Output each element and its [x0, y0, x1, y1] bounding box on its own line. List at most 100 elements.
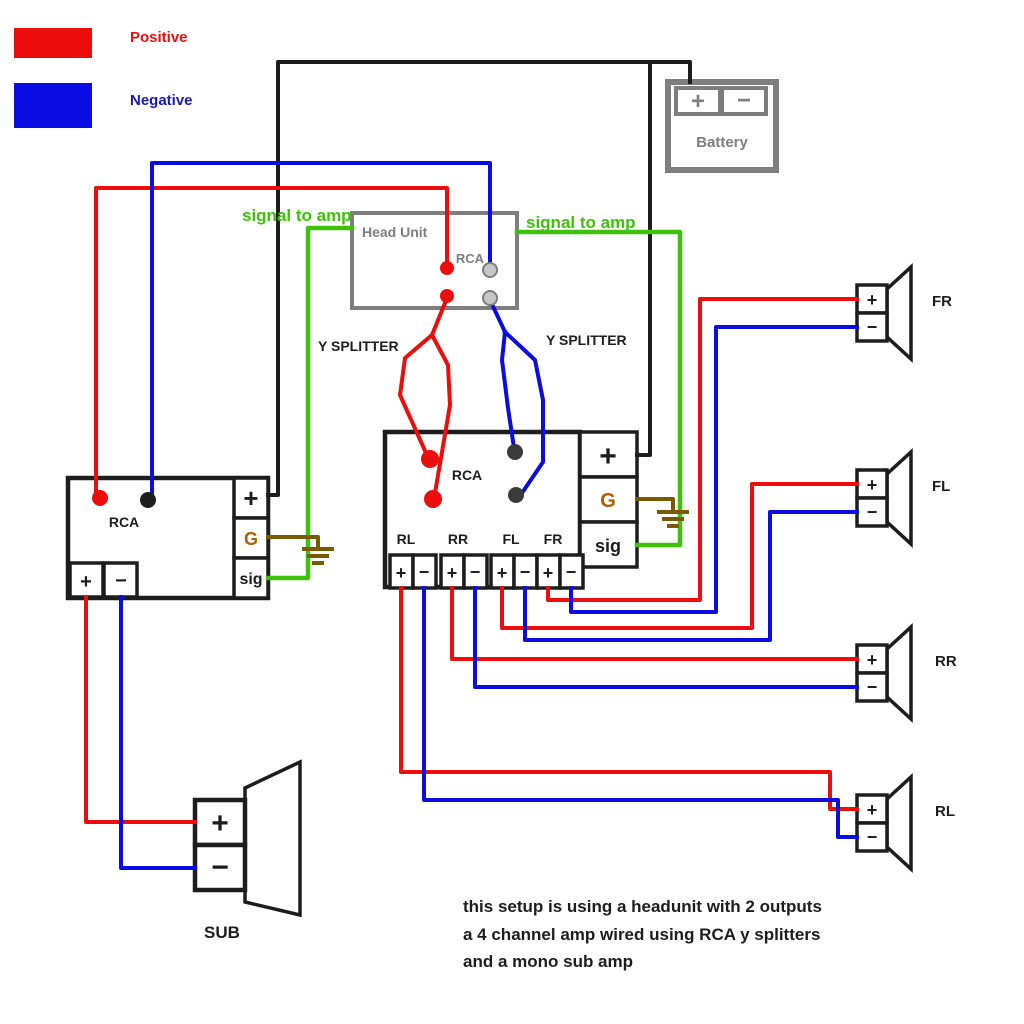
battery-terminal-negative-cell: [720, 86, 768, 116]
sub-amp-terminal-negative: [102, 561, 139, 599]
ground-icon-subamp: [302, 547, 334, 565]
main-amp-channel-label-fr: FR: [544, 531, 563, 547]
speaker-fl-cone: [885, 448, 913, 548]
legend-positive-swatch: [14, 28, 92, 58]
head-unit-rca-red-jack-2: [440, 289, 454, 303]
speaker-rr: [855, 623, 913, 723]
main-amp-fr-negative-sign: −: [566, 562, 577, 582]
speaker-fr-cone: [885, 263, 913, 363]
wire-rl-negative: [422, 586, 859, 839]
sub-amp-sig-label: sig: [239, 571, 262, 588]
wire-ysplit-red-left: [398, 332, 435, 456]
main-amp-fl-negative-sign: −: [520, 562, 531, 582]
wire-ysplit-blue-right: [502, 329, 545, 496]
wire-battery-to-subamp-power: [266, 60, 692, 497]
wire-rr-positive: [450, 586, 859, 661]
battery-label: Battery: [696, 134, 748, 151]
sub-amp-rca-black-jack: [140, 492, 156, 508]
main-amp-rca-red-jack-1: [421, 450, 439, 468]
battery-positive-sign: +: [691, 88, 705, 115]
main-amp-rl-positive-sign: +: [396, 563, 407, 583]
ground-icon-mainamp: [657, 510, 689, 528]
battery: [665, 79, 779, 173]
speaker-fr: [855, 263, 913, 363]
speaker-rl: [855, 773, 913, 873]
wire-ground-mainamp: [635, 497, 675, 511]
sub-amp-positive-sign: +: [80, 571, 92, 593]
y-splitter-label-left: Y SPLITTER: [318, 338, 399, 354]
wire-rca-blue-to-subamp: [150, 161, 492, 501]
battery-negative-sign: −: [737, 87, 751, 114]
main-amp-rca-red-jack-2: [424, 490, 442, 508]
main-amp-fr-positive-sign: +: [543, 563, 554, 583]
speaker-rr-cone: [885, 623, 913, 723]
speaker-rr-positive-sign: +: [867, 650, 878, 670]
main-amp-channel-label-fl: FL: [502, 531, 520, 547]
main-amp-fl-positive-sign: +: [497, 563, 508, 583]
speaker-fl-label: FL: [932, 478, 950, 495]
wire-ysplit-blue-left: [500, 329, 517, 451]
sub-amp-power-sign: +: [243, 483, 258, 513]
wire-ground-subamp: [266, 535, 320, 548]
speaker-rl-negative-sign: −: [867, 827, 878, 847]
speaker-rr-negative-sign: −: [867, 677, 878, 697]
sub-speaker-cone: [243, 759, 302, 918]
main-amp-channel-label-rr: RR: [448, 531, 468, 547]
wire-ysplit-red-stem: [429, 295, 450, 338]
sub-amp: [65, 475, 271, 601]
wire-sub-negative: [119, 595, 197, 870]
wire-fr-negative: [569, 325, 859, 614]
main-amp: [382, 429, 639, 590]
speaker-fl-negative-sign: −: [867, 502, 878, 522]
sub-amp-negative-sign: −: [115, 570, 127, 592]
legend-negative-swatch: [14, 83, 92, 128]
y-splitter-label-right: Y SPLITTER: [546, 332, 627, 348]
sub-speaker-positive-sign: +: [211, 807, 229, 840]
speaker-fr-positive-sign: +: [867, 290, 878, 310]
text-labels: + − Battery Head Unit RCA signal to amp …: [80, 87, 957, 971]
battery-terminal-positive-cell: [674, 86, 722, 116]
speaker-rl-cone: [885, 773, 913, 873]
head-unit-rca-red-jack-1: [440, 261, 454, 275]
head-unit-rca-white-jack-2: [482, 290, 498, 306]
sub-amp-rca-red-jack: [92, 490, 108, 506]
legend-positive-label: Positive: [130, 29, 188, 46]
wire-fl-positive: [500, 482, 859, 630]
wire-rr-negative: [473, 586, 859, 689]
speaker-rl-positive-sign: +: [867, 800, 878, 820]
wire-ysplit-red-right: [429, 332, 452, 496]
main-amp-rr-positive-sign: +: [447, 563, 458, 583]
speaker-fr-negative-sign: −: [867, 317, 878, 337]
main-amp-rca-dark-jack-2: [508, 487, 524, 503]
head-unit-rca-white-jack-1: [482, 262, 498, 278]
main-amp-rl-negative-sign: −: [419, 562, 430, 582]
caption-line-2: a 4 channel amp wired using RCA y splitt…: [463, 925, 820, 944]
speaker-fr-label: FR: [932, 293, 952, 310]
wire-rl-positive: [399, 586, 859, 811]
signal-to-amp-label-left: signal to amp: [242, 206, 352, 225]
main-amp-channel-label-rl: RL: [397, 531, 416, 547]
main-amp-ground-label: G: [600, 490, 616, 512]
wire-remote-to-mainamp: [514, 229, 683, 548]
wire-rca-red-to-subamp: [94, 186, 449, 495]
main-amp-power-sign: +: [599, 440, 617, 473]
wire-remote-to-subamp: [265, 225, 355, 581]
wire-fr-positive: [546, 297, 859, 602]
speaker-fl-positive-sign: +: [867, 475, 878, 495]
head-unit-rca-label: RCA: [456, 251, 485, 266]
signal-to-amp-label-right: signal to amp: [526, 213, 636, 232]
main-amp-rca-label: RCA: [452, 467, 482, 483]
main-amp-sig-cell: [578, 520, 639, 569]
head-unit-label: Head Unit: [362, 224, 428, 240]
sub-speaker-label: SUB: [204, 923, 240, 942]
speaker-fl: [855, 448, 913, 548]
sub-speaker-negative-sign: −: [211, 851, 229, 884]
rca-jacks: [92, 261, 524, 508]
sub-amp-terminal-positive: [68, 561, 105, 599]
wire-sub-positive: [84, 595, 197, 824]
legend-negative-label: Negative: [130, 92, 193, 109]
sub-amp-ground-label: G: [244, 529, 258, 549]
wire-fl-negative: [523, 510, 859, 642]
